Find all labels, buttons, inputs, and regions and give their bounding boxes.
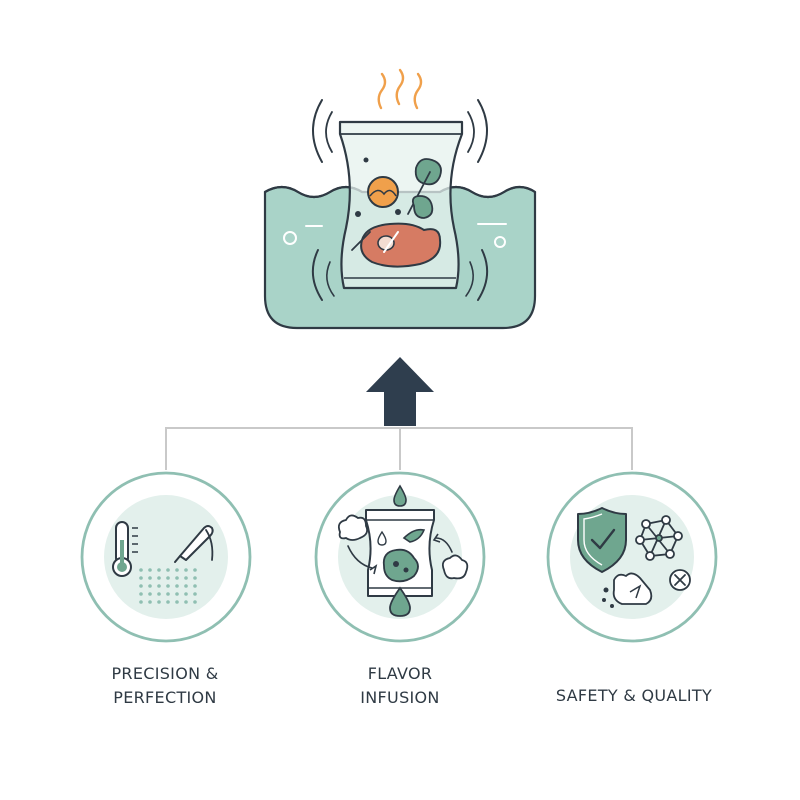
water-bubble (494, 236, 506, 248)
precision-perfection-label: PRECISION & PERFECTION (85, 662, 245, 710)
water-current-left (311, 249, 323, 301)
vibration-mark (467, 111, 475, 153)
up-arrow (366, 357, 434, 426)
label-line: INFUSION (360, 688, 440, 707)
vibration-mark (477, 99, 488, 163)
drop-icon (377, 530, 387, 546)
benefit-circle-fill (104, 495, 228, 619)
flavor-cloud-icon (337, 514, 369, 541)
precision-dot-grid (139, 568, 197, 604)
herb-blob-icon (382, 548, 419, 583)
herb-leaf (414, 158, 442, 186)
thermometer-icon (112, 521, 138, 577)
label-line: SAFETY & QUALITY (555, 686, 713, 705)
water-bubble (283, 231, 297, 245)
vibration-mark (325, 111, 333, 153)
herb-stem (407, 171, 431, 215)
water-wave-right (438, 185, 537, 199)
safety-benefit-icon (546, 471, 718, 643)
sous-vide-bath-illustration (263, 68, 537, 330)
contaminant-icon (602, 572, 653, 608)
steam-wisp (413, 72, 423, 110)
water-current-left (326, 261, 335, 297)
label-line: FLAVOR (367, 664, 433, 683)
flavor-benefit-icon (314, 471, 486, 643)
steak (360, 222, 442, 268)
molecule-icon (635, 515, 683, 561)
reject-x-icon (669, 569, 691, 591)
drop-icon (393, 484, 407, 507)
precision-benefit-icon (80, 471, 252, 643)
water-current-right (465, 261, 474, 297)
herb-stem (351, 231, 371, 251)
peppercorn (395, 209, 401, 215)
label-line: PRECISION & (111, 664, 219, 683)
flavor-infusion-label: FLAVOR INFUSION (320, 662, 480, 710)
steam-wisp (377, 72, 387, 110)
citrus-segment (369, 189, 397, 197)
probe-icon (174, 525, 214, 563)
herb-leaf (411, 195, 434, 219)
safety-quality-label: SAFETY & QUALITY (534, 684, 734, 708)
drop-icon (389, 586, 411, 617)
water-wave-left (263, 185, 364, 199)
peppercorn (363, 157, 369, 163)
water-current-right (477, 249, 489, 301)
flavor-cloud-icon (441, 554, 469, 580)
steam-wisp (395, 68, 405, 106)
shield-check-icon (577, 507, 627, 573)
thermometer-probe-line (383, 231, 399, 253)
vibration-mark (312, 99, 323, 163)
peppercorn (355, 211, 361, 217)
label-line: PERFECTION (113, 688, 217, 707)
